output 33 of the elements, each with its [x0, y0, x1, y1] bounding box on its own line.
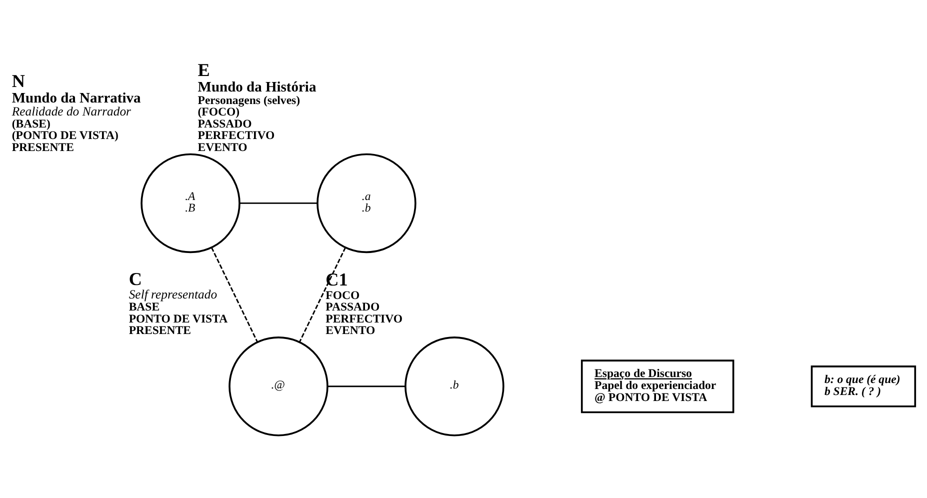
node-box: Espaço de Discurso Papel do experienciador @ PONTO DE VISTA — [580, 360, 734, 414]
node-label: (FOCO) — [198, 106, 240, 119]
node-label: PERFECTIVO — [198, 129, 275, 142]
node-circle: .A .B — [140, 153, 240, 254]
node-label: PASSADO — [198, 117, 252, 130]
node-label: BASE — [128, 300, 160, 314]
node-label: EVENTO — [198, 140, 248, 154]
node-label: Mundo da Narrativa — [12, 90, 141, 106]
node-box: b: o que (é que) b SER. ( ? ) — [810, 366, 916, 408]
node-label: Realidade do Narrador — [12, 104, 131, 118]
node-label: PASSADO — [326, 300, 380, 314]
connector — [240, 202, 318, 204]
node-label: E — [198, 60, 210, 80]
node-label: PRESENTE — [12, 140, 74, 154]
node-label: Self representado — [128, 288, 218, 302]
node-label: N — [12, 71, 25, 92]
connector — [298, 247, 346, 342]
node-circle: .a .b — [316, 153, 416, 254]
node-circle: .b — [404, 336, 504, 436]
node-label: PONTO DE VISTA — [128, 312, 228, 326]
connector — [210, 247, 258, 342]
node-label: FOCO — [326, 288, 360, 302]
node-label: Mundo da História — [198, 79, 316, 96]
node-label: C — [128, 268, 142, 289]
node-label: PERFECTIVO — [326, 312, 403, 326]
node-label: (BASE) — [12, 117, 50, 130]
node-label: EVENTO — [326, 324, 376, 338]
node-label: Personagens (selves) — [198, 94, 300, 107]
connector — [328, 386, 406, 388]
node-circle: .@ — [228, 336, 328, 436]
node-label: PRESENTE — [128, 324, 191, 338]
node-label: (PONTO DE VISTA) — [12, 129, 118, 142]
node-label: C1 — [326, 270, 348, 290]
